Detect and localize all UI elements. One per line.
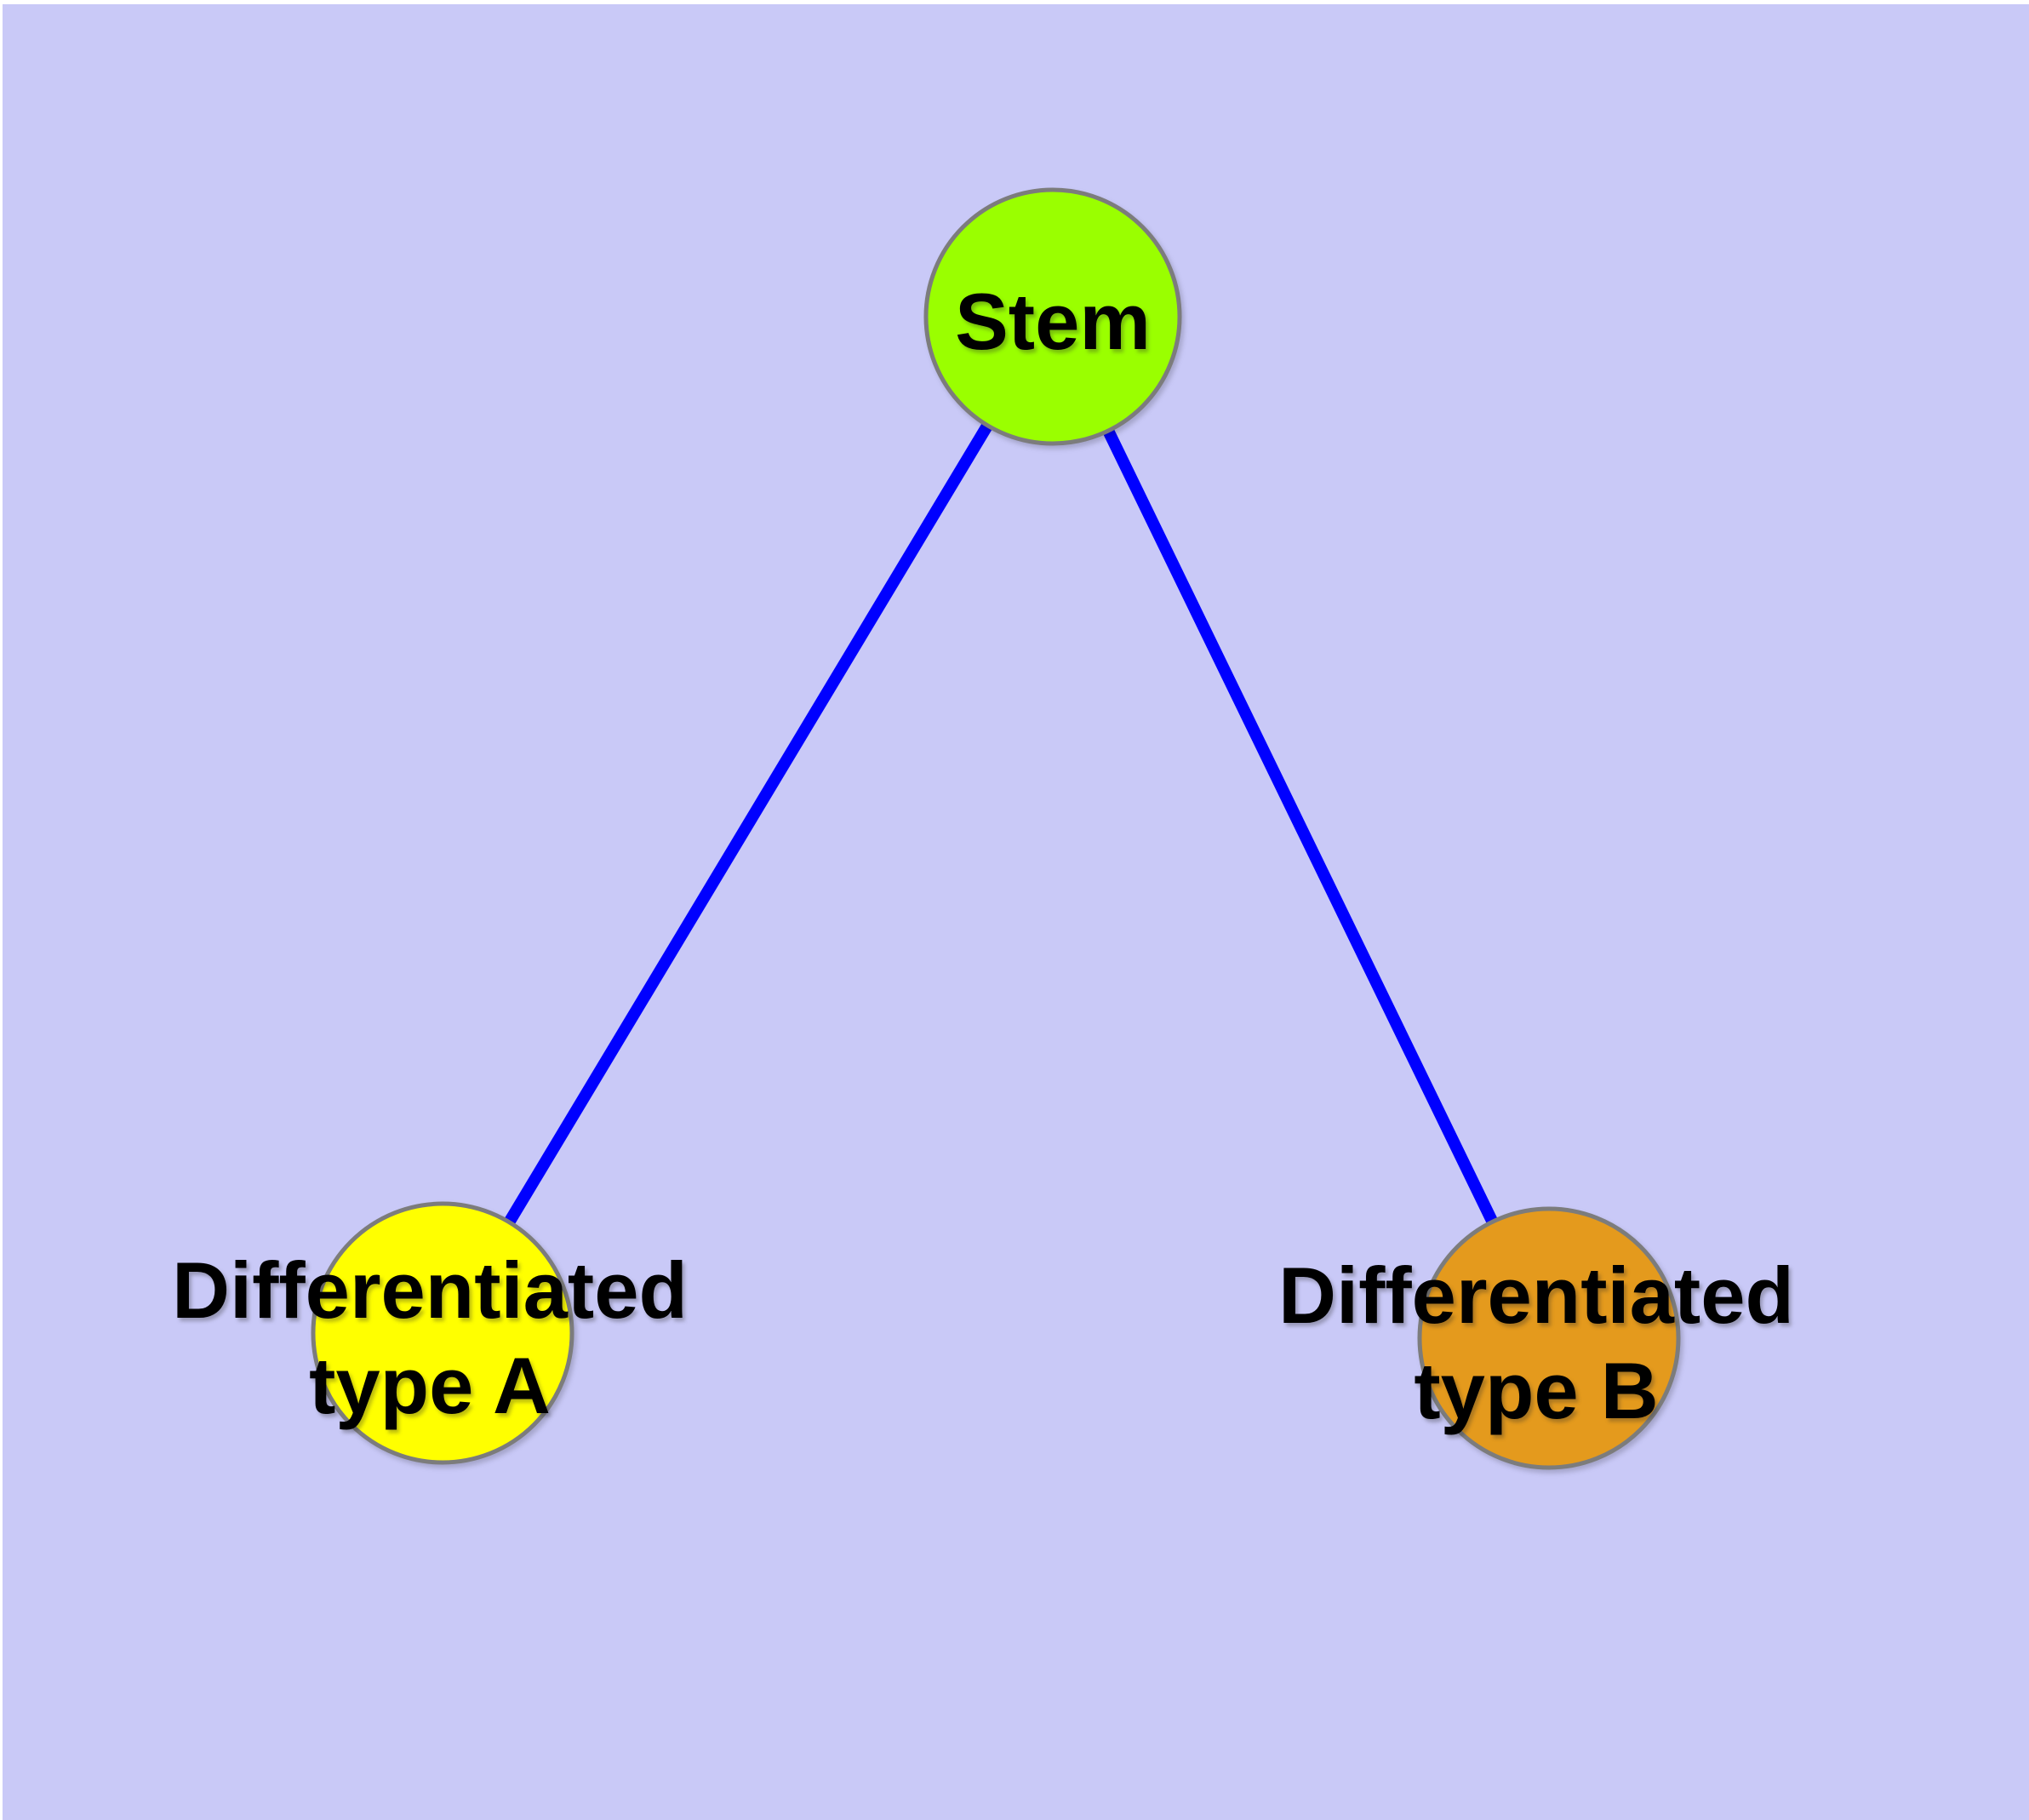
stem-node-label: Stem [955,277,1151,366]
type-a-label-line2: type A [309,1341,551,1430]
type-a-label-line1: Differentiated [172,1245,688,1335]
edge-stem-to-type-b [1047,313,1555,1342]
type-b-node [1417,1206,1681,1470]
nodes-layer [311,187,1681,1470]
type-b-label-line1: Differentiated [1278,1251,1794,1340]
type-b-label-line2: type B [1414,1346,1658,1435]
edges-layer [437,313,1555,1342]
type-a-node [311,1201,574,1465]
stem-node [923,187,1182,446]
labels-layer: Stem Differentiated type A Differentiate… [172,277,1794,1435]
edge-stem-to-type-a [437,313,1059,1336]
